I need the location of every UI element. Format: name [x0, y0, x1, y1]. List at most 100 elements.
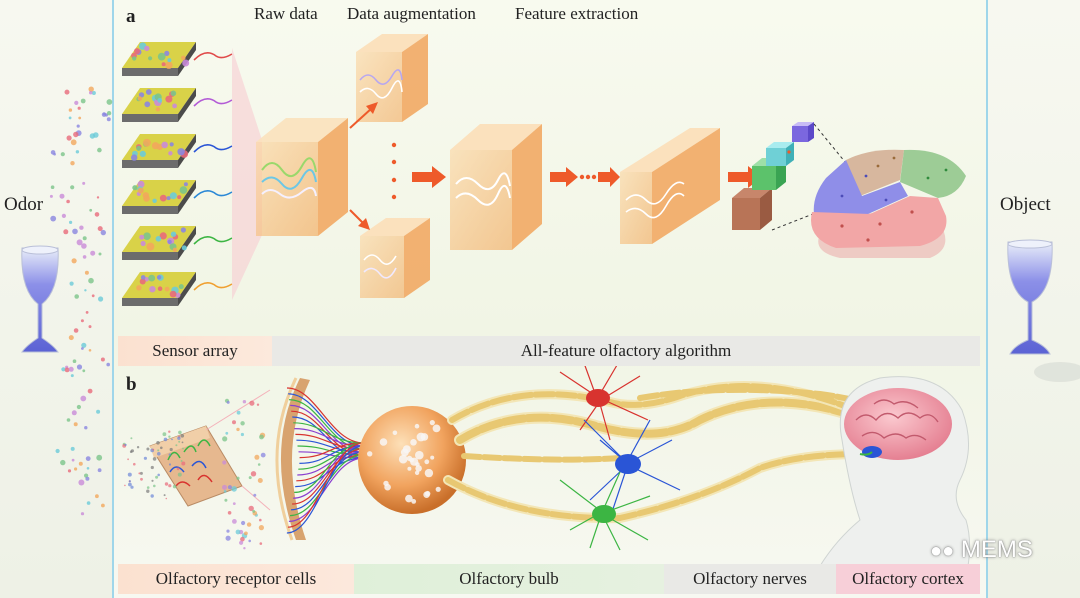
left-wine-glass — [21, 245, 59, 353]
odor-particle — [73, 328, 79, 333]
odor-particle — [49, 194, 53, 198]
odor-particle — [71, 258, 77, 264]
odor-particle — [78, 461, 83, 466]
odor-particle — [80, 98, 86, 104]
sensor-chip — [122, 42, 233, 76]
tissue-particles — [122, 398, 266, 550]
green-neuron — [559, 471, 651, 551]
sensor-fan — [232, 48, 262, 300]
augmentation-box-bottom — [360, 218, 430, 298]
odor-particle — [89, 91, 93, 95]
odor-particle — [82, 181, 86, 185]
odor-particle — [80, 395, 87, 402]
band-all-feature-algorithm: All-feature olfactory algorithm — [272, 336, 980, 366]
odor-particle — [70, 161, 75, 166]
odor-particle — [87, 388, 93, 394]
sensor-chip — [122, 272, 233, 306]
feature-box-1 — [450, 124, 542, 250]
band-olfactory-bulb: Olfactory bulb — [354, 564, 664, 594]
odor-particle — [78, 479, 85, 486]
band-olfactory-receptor-cells: Olfactory receptor cells — [118, 564, 354, 594]
ellipsis-dots — [391, 142, 597, 200]
odor-particle — [81, 342, 87, 348]
odor-particle — [96, 409, 101, 414]
odor-particle — [73, 131, 79, 138]
wechat-icon: ●● — [930, 540, 955, 562]
odor-label: Odor — [4, 194, 44, 215]
odor-particle — [75, 150, 80, 154]
odor-particle — [72, 359, 77, 364]
panel-b-letter: b — [126, 374, 137, 395]
odor-particle — [106, 111, 112, 116]
watermark-text: MEMS — [960, 536, 1033, 563]
odor-particle — [88, 325, 92, 329]
odor-particle — [70, 374, 74, 378]
odor-particle — [98, 252, 102, 256]
odor-particle — [84, 473, 89, 478]
odor-particle — [73, 422, 78, 427]
odor-particle — [85, 476, 90, 481]
odor-particle — [97, 147, 102, 153]
odor-particle — [91, 91, 96, 95]
odor-particle — [76, 364, 83, 370]
odor-particle — [50, 215, 57, 222]
odor-particle — [80, 512, 85, 516]
odor-particle — [100, 357, 105, 362]
odor-particle — [70, 139, 77, 146]
odor-particle — [61, 213, 66, 218]
odor-particle — [84, 426, 88, 430]
main-frame — [112, 0, 988, 598]
odor-particle — [88, 277, 94, 284]
odor-particle — [97, 226, 103, 232]
odor-particles — [49, 86, 113, 516]
odor-particle — [74, 100, 79, 105]
odor-particle — [94, 212, 100, 217]
raw-data-box — [256, 118, 348, 236]
augmentation-box-top — [356, 34, 428, 122]
odor-particle — [74, 294, 79, 299]
odor-particle — [79, 225, 84, 230]
odor-particle — [88, 86, 94, 92]
odor-particle — [66, 418, 71, 422]
left-column — [0, 0, 112, 598]
red-neuron — [559, 351, 649, 441]
odor-particle — [70, 446, 75, 451]
odor-particle — [101, 503, 105, 508]
odor-particle — [68, 366, 74, 372]
odor-particle — [86, 501, 91, 505]
classifier-cubes — [732, 122, 851, 231]
odor-particle — [96, 454, 103, 461]
odor-particle — [68, 116, 72, 120]
right-wine-glass — [1007, 239, 1080, 382]
band-olfactory-cortex: Olfactory cortex — [836, 564, 980, 594]
odor-particle — [84, 270, 89, 275]
odor-particle — [64, 89, 70, 95]
odor-particle — [84, 289, 87, 292]
feature-box-2 — [620, 128, 720, 244]
odor-particle — [74, 467, 78, 471]
odor-particle — [91, 294, 95, 298]
odor-particle — [106, 99, 113, 105]
odor-particle — [97, 468, 102, 473]
odor-particle — [78, 116, 82, 120]
odor-particle — [68, 108, 73, 112]
olfactory-epithelium — [275, 377, 310, 541]
odor-particle — [76, 404, 81, 410]
odor-particle — [98, 296, 104, 302]
header-data-augmentation: Data augmentation — [347, 4, 476, 23]
blue-neuron — [583, 419, 681, 513]
watermark: ●● MEMS — [930, 536, 1033, 564]
odor-particle — [88, 349, 92, 352]
odor-particle — [50, 185, 55, 189]
odor-particle — [71, 458, 75, 462]
odor-particle — [82, 236, 87, 241]
olfactory-tissue — [149, 389, 271, 511]
header-raw-data: Raw data — [254, 4, 318, 23]
odor-particle — [69, 281, 74, 286]
odor-particle — [81, 243, 87, 249]
band-olfactory-nerves: Olfactory nerves — [664, 564, 836, 594]
odor-particle — [100, 229, 107, 236]
odor-particle — [50, 150, 56, 155]
odor-particle — [89, 208, 93, 212]
